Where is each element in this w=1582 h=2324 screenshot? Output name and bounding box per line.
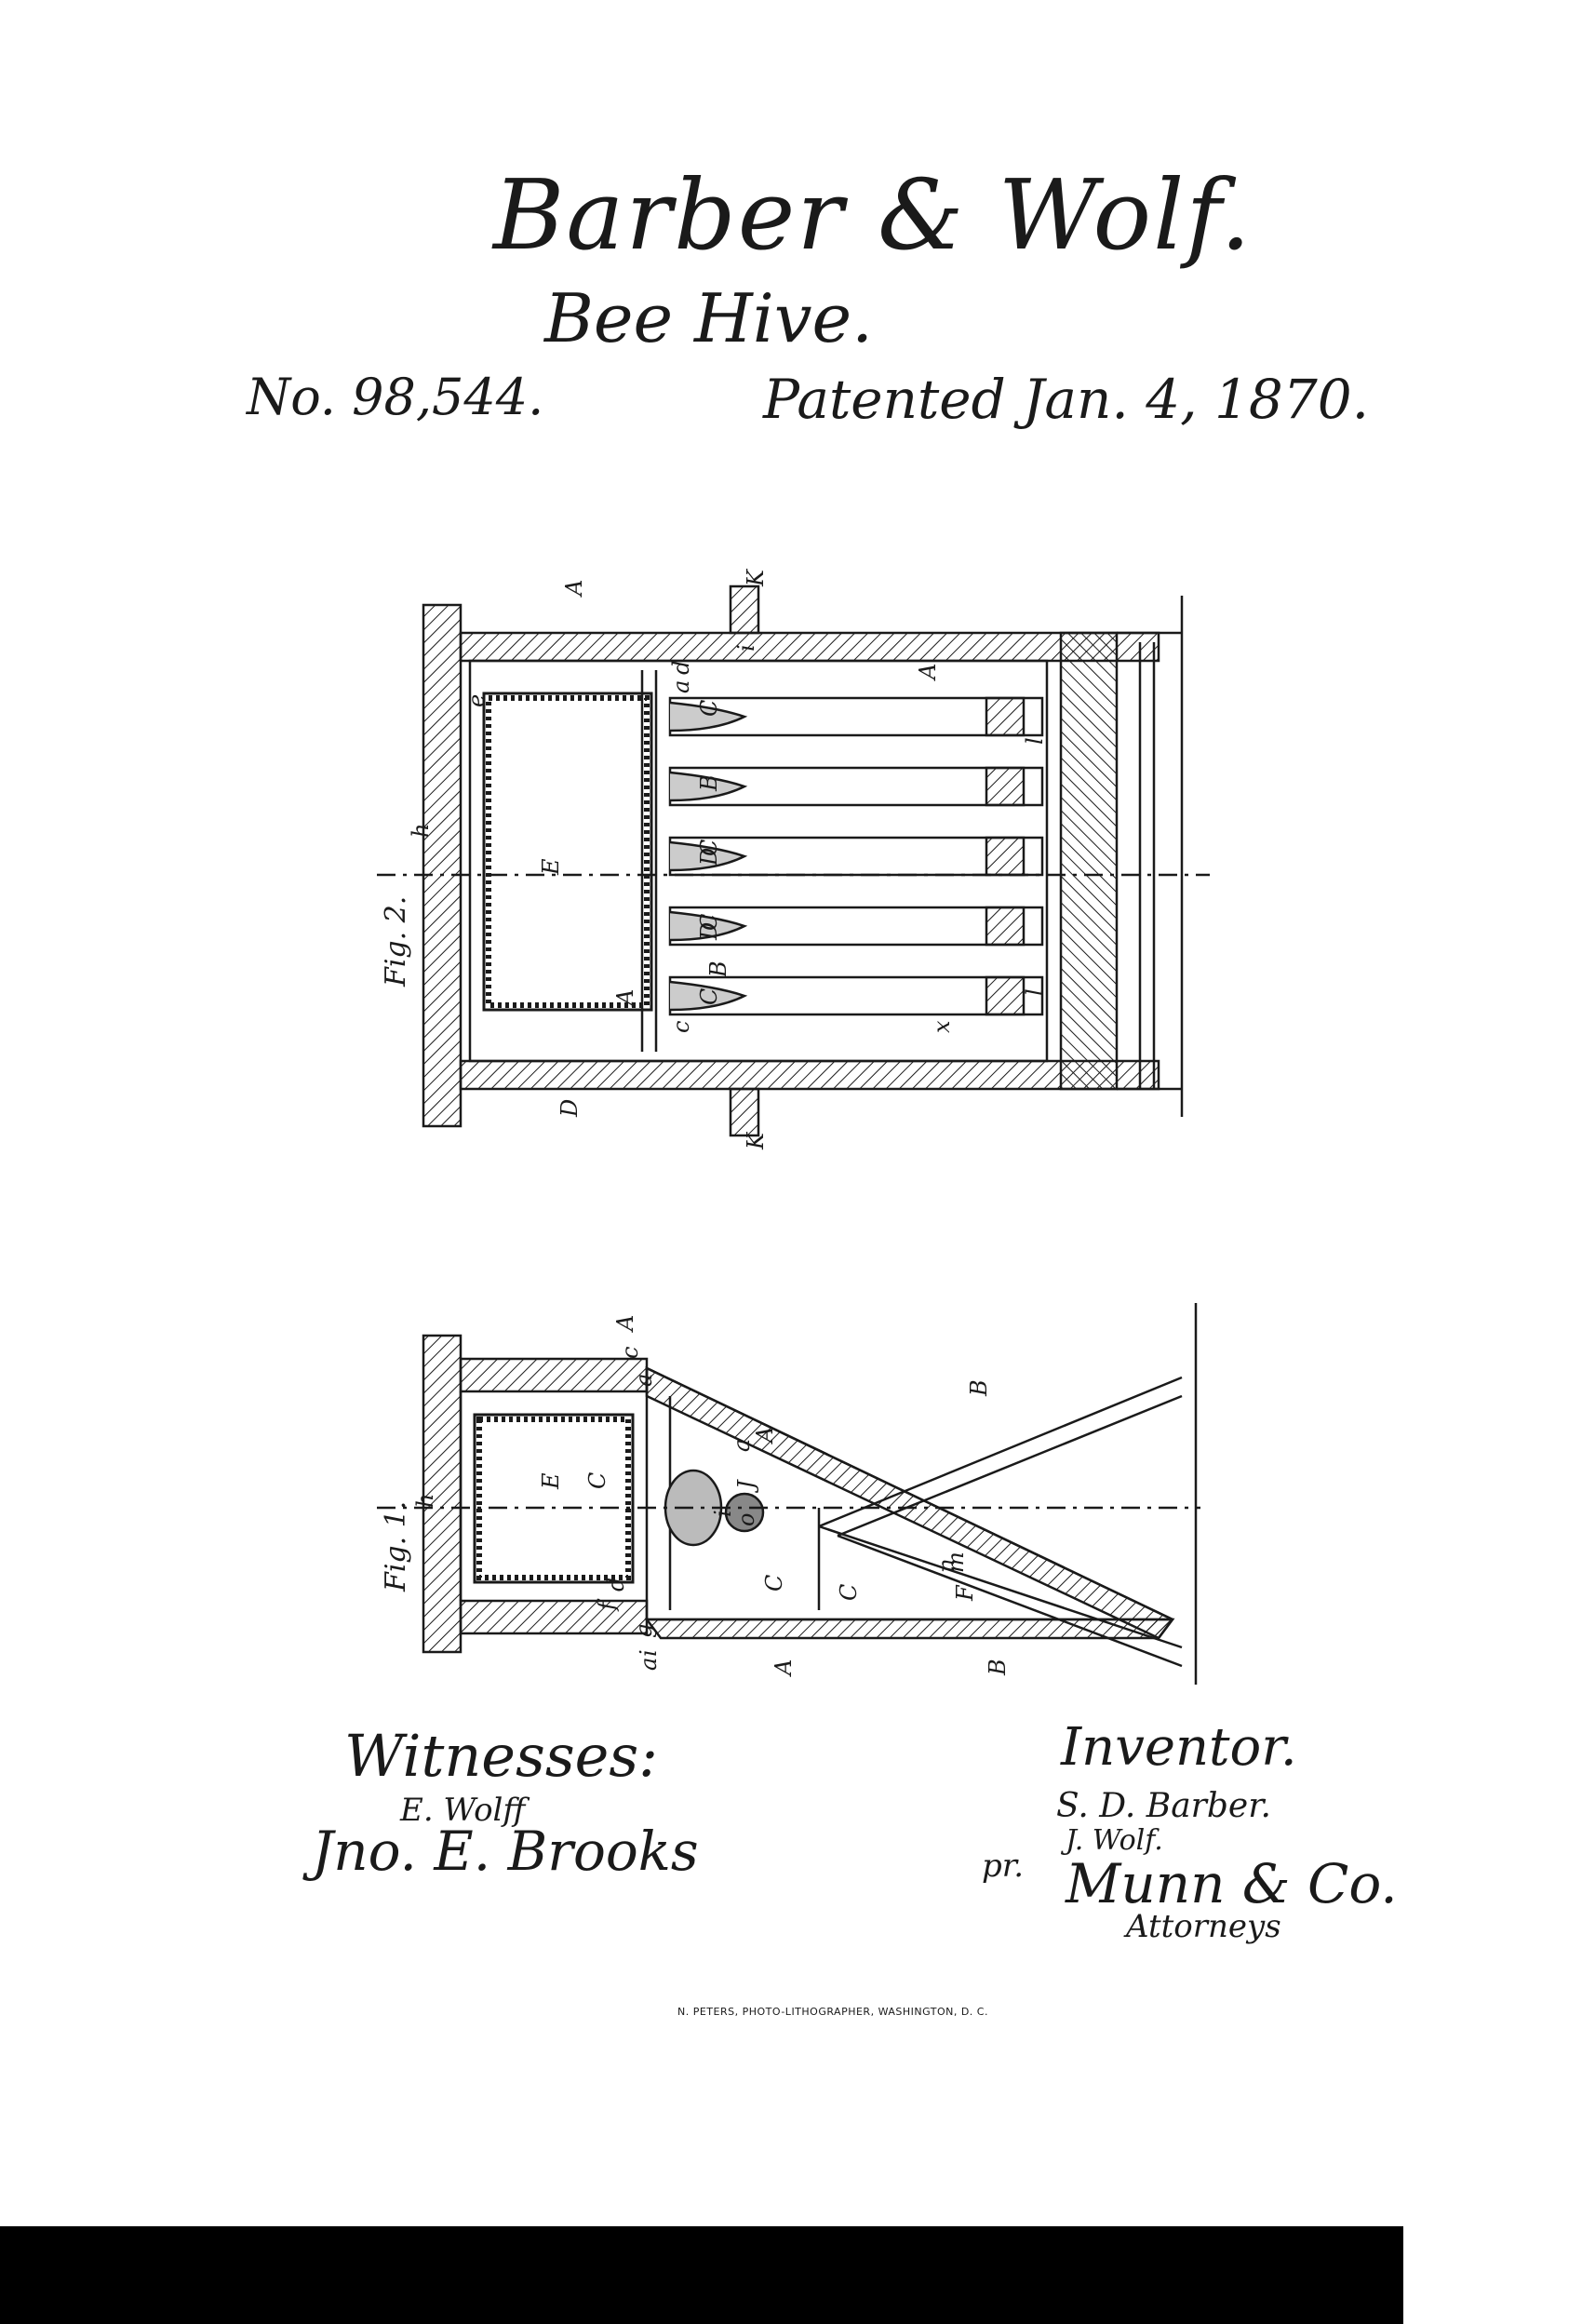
- fig2-part-label: B: [705, 960, 731, 978]
- witness-signature-2: Jno. E. Brooks: [312, 1820, 699, 1883]
- fig1-label: Fig. 1.: [380, 1501, 412, 1592]
- fig2-part-label: E: [538, 858, 564, 876]
- patented-date: Patented Jan. 4, 1870.: [763, 368, 1370, 431]
- fig2-part-label: l: [1022, 988, 1048, 996]
- fig1-part-label: n: [933, 1559, 959, 1573]
- fig2-part-label: C: [696, 700, 722, 717]
- fig2-part-label: x: [929, 1020, 955, 1033]
- fig1-part-label: A: [771, 1659, 797, 1677]
- fig2-part-label: C: [696, 840, 722, 856]
- fig1-part-label: o: [733, 1513, 759, 1526]
- patent-title: Bee Hive.: [544, 279, 874, 357]
- fig2-part-label: l: [1022, 737, 1048, 745]
- fig1-part-label: m: [943, 1552, 969, 1573]
- fig1-part-label: C: [584, 1472, 610, 1489]
- figure-2: [377, 584, 1210, 1137]
- fig2-part-label: e: [463, 694, 489, 707]
- fig1-part-label: h: [412, 1494, 438, 1508]
- fig2-part-label: d: [668, 661, 694, 675]
- fig2-part-label: C: [696, 914, 722, 931]
- fig2-part-label: h: [408, 824, 434, 838]
- inventor-label: Inventor.: [1061, 1717, 1297, 1778]
- fig1-part-label: a: [729, 1439, 755, 1452]
- fig2-part-label: B: [696, 774, 722, 792]
- fig1-part-label: B: [966, 1379, 992, 1397]
- fig2-part-label: A: [612, 989, 638, 1007]
- inventor-name-2: J. Wolf.: [1066, 1824, 1163, 1857]
- fig2-part-label: K: [743, 568, 769, 587]
- fig1-part-label: d: [603, 1578, 629, 1592]
- scan-bottom-bar: [0, 2226, 1403, 2324]
- fig2-label: Fig. 2.: [380, 896, 412, 987]
- figure-1: [377, 1303, 1200, 1685]
- witnesses-label: Witnesses:: [344, 1722, 659, 1790]
- attorney-signature: Munn & Co.: [1066, 1852, 1398, 1915]
- fig2-part-label: K: [743, 1131, 769, 1150]
- fig1-part-label: C: [761, 1575, 787, 1592]
- fig2-part-label: a: [668, 680, 694, 693]
- fig2-part-label: A: [561, 580, 587, 598]
- fig1-part-label: c: [617, 1347, 643, 1359]
- fig1-roof-cap: [422, 1334, 463, 1654]
- fig2-base: [1059, 631, 1119, 1091]
- fig1-part-label: a: [636, 1658, 662, 1671]
- witness-signature-1: E. Wolff: [400, 1792, 526, 1829]
- inventor-name-1: S. D. Barber.: [1056, 1787, 1271, 1825]
- fig1-part-label: E: [538, 1472, 564, 1490]
- fig1-part-label: i: [636, 1649, 662, 1657]
- fig2-top-wall: [459, 631, 1160, 663]
- fig1-part-label: i: [710, 1510, 736, 1517]
- attorneys-label: Attorneys: [1126, 1908, 1281, 1945]
- fig1-part-label: B: [985, 1659, 1011, 1676]
- fig2-part-label: i: [733, 644, 759, 652]
- fig1-part-label: f: [594, 1598, 620, 1612]
- fig1-part-label: J: [733, 1479, 759, 1494]
- fig2-part-label: D: [696, 848, 722, 866]
- fig1-part-label: a: [631, 1374, 657, 1387]
- fig2-part-label: D: [556, 1099, 583, 1118]
- fig2-part-label: c: [668, 1021, 694, 1033]
- fig1-part-label: C: [836, 1584, 862, 1601]
- patent-inventors-heading: Barber & Wolf.: [493, 158, 1254, 272]
- fig1-part-label: g: [631, 1624, 657, 1638]
- per-label: pr.: [982, 1847, 1025, 1885]
- fig1-part-label: F: [952, 1584, 978, 1602]
- printer-credit: N. PETERS, PHOTO-LITHOGRAPHER, WASHINGTO…: [677, 2006, 988, 2018]
- fig2-part-label: A: [915, 664, 941, 681]
- fig2-part-label: D: [696, 922, 722, 941]
- fig1-part-label: A: [612, 1315, 638, 1333]
- fig2-roof-cap: [422, 603, 463, 1128]
- fig2-part-label: C: [696, 988, 722, 1005]
- patent-number: No. 98,544.: [247, 368, 544, 426]
- fig1-part-label: A: [752, 1427, 778, 1444]
